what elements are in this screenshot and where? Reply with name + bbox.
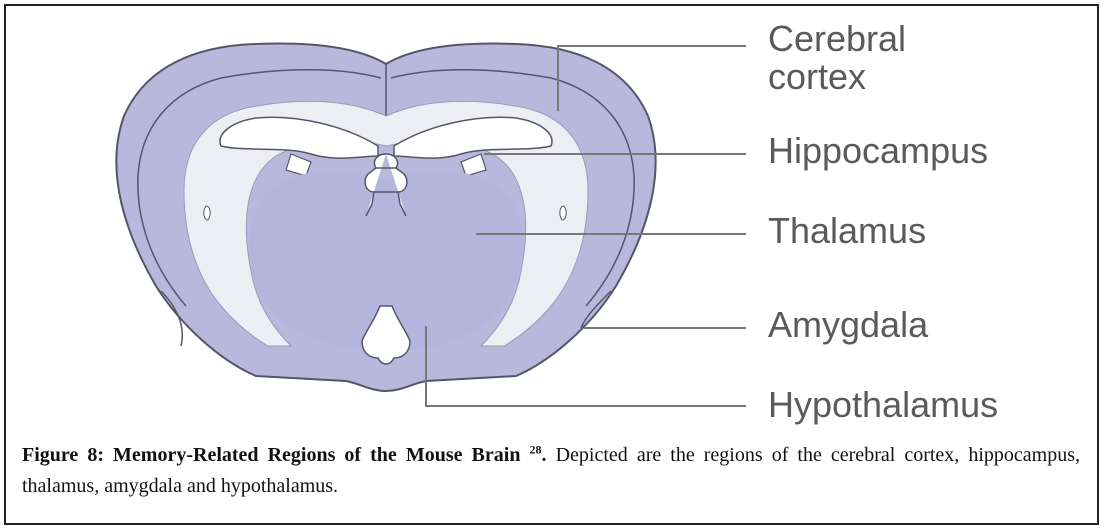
label-hypothalamus: Hypothalamus — [768, 386, 998, 424]
figure-frame: Cerebral cortex Hippocampus Thalamus Amy… — [4, 4, 1099, 525]
caption-reference: 28 — [530, 442, 542, 456]
figure-caption: Figure 8: Memory-Related Regions of the … — [22, 440, 1080, 502]
caption-title: Figure 8: Memory-Related Regions of the … — [22, 444, 520, 466]
label-amygdala: Amygdala — [768, 306, 928, 344]
label-hippocampus: Hippocampus — [768, 132, 988, 170]
label-thalamus: Thalamus — [768, 212, 926, 250]
label-cerebral-cortex: Cerebral cortex — [768, 20, 906, 96]
brain-diagram — [6, 6, 1097, 426]
